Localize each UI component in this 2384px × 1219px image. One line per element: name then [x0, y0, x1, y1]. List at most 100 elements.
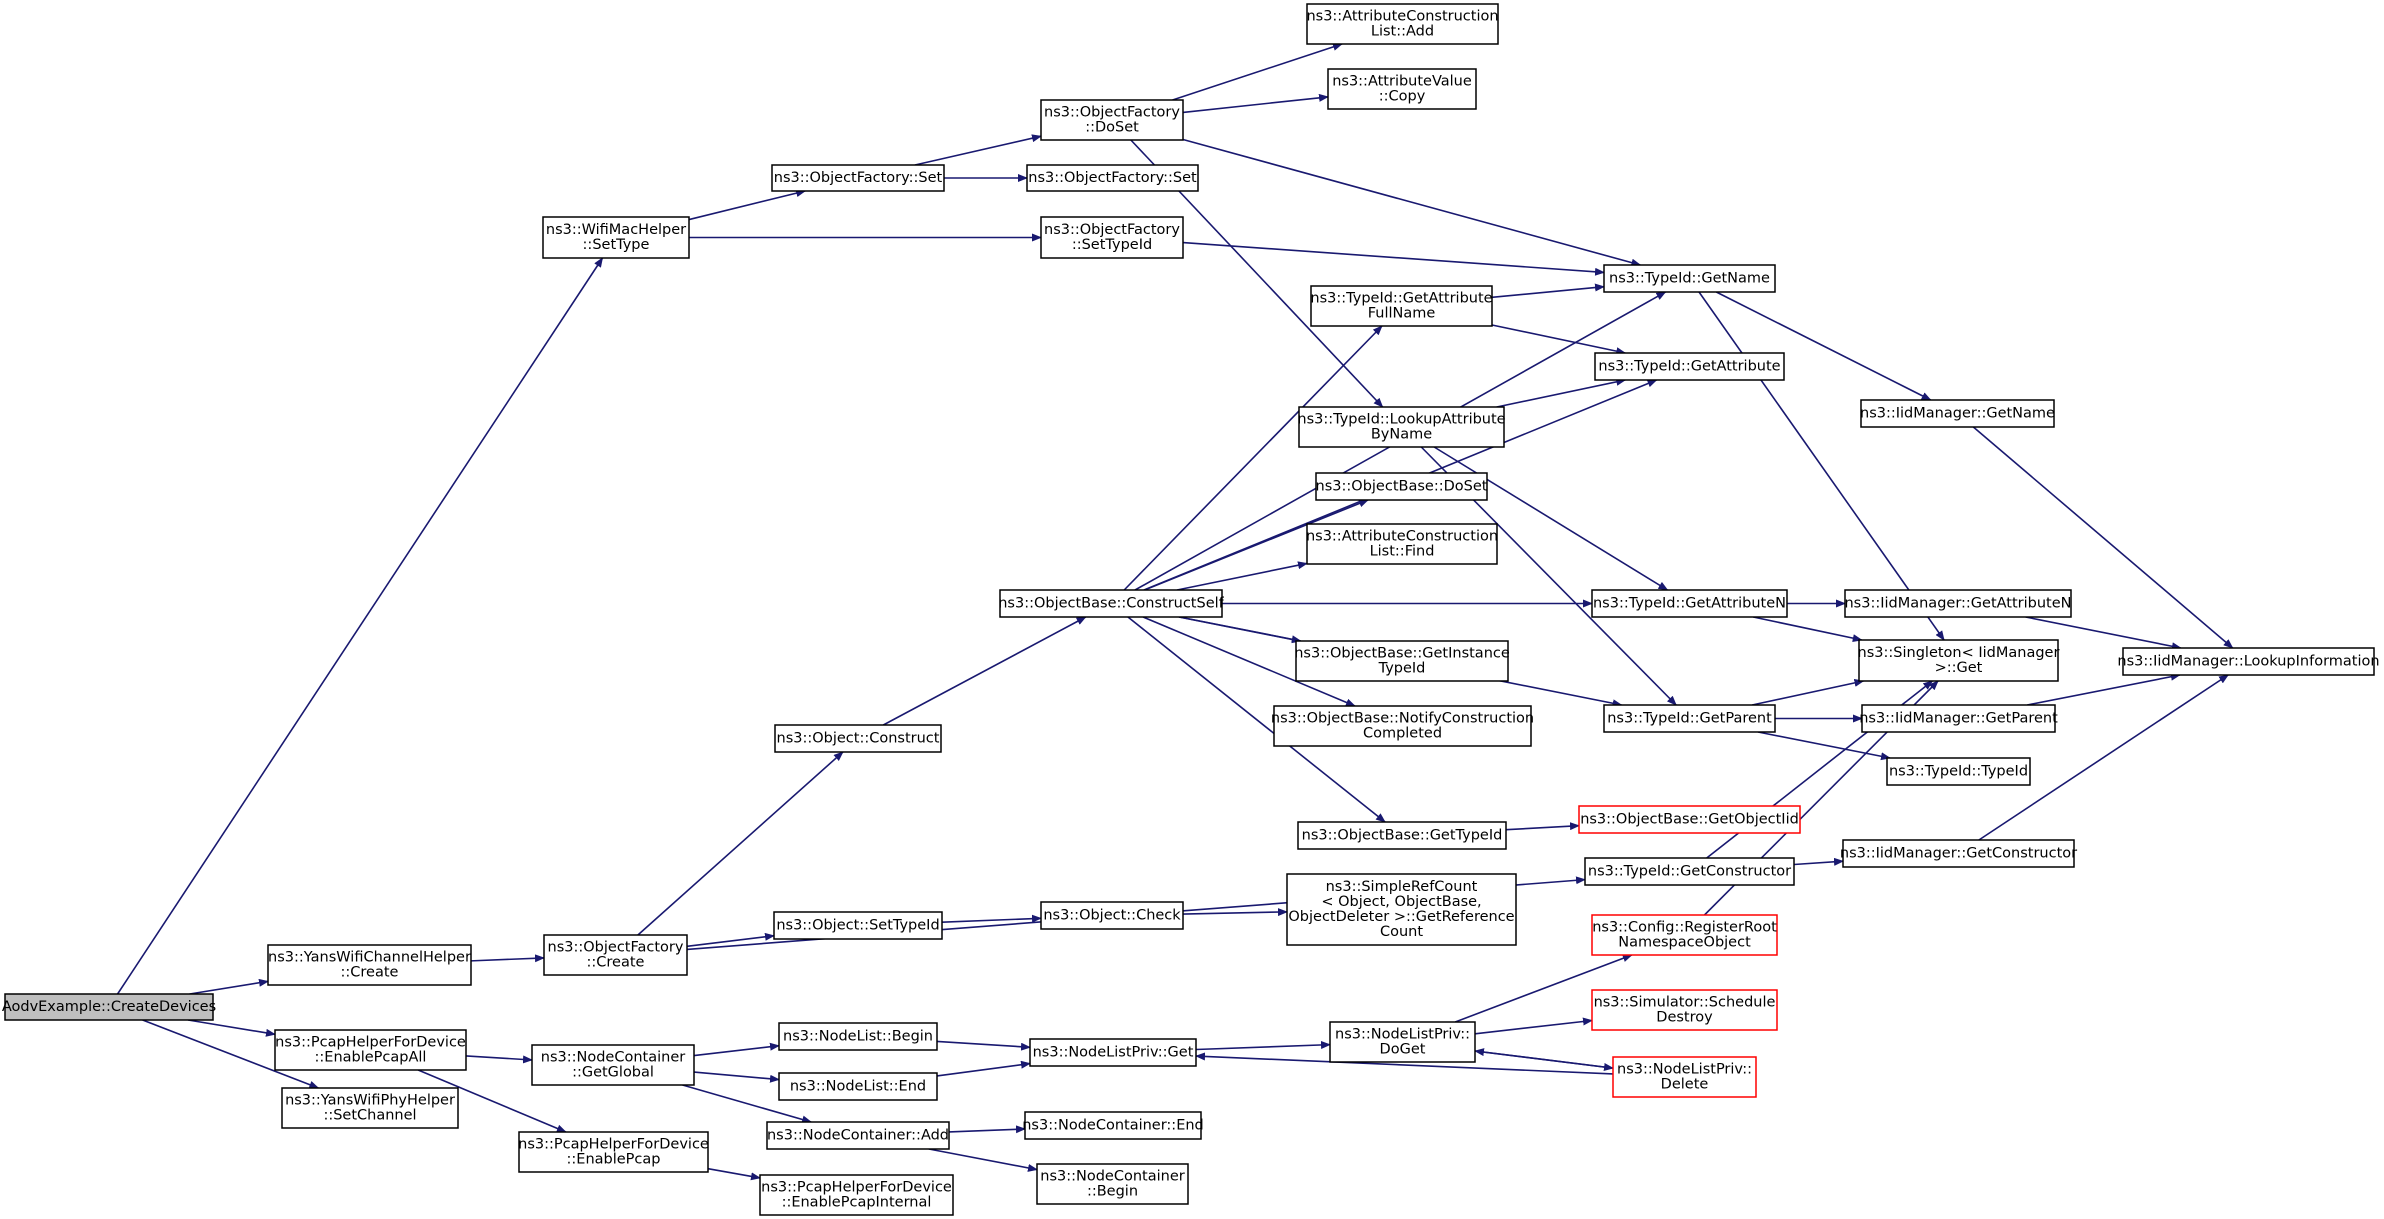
graph-node-n38[interactable]: ns3::PcapHelperForDevice::EnablePcap [518, 1131, 709, 1173]
call-edge-n39-n42 [936, 1040, 1031, 1051]
graph-node-n0[interactable]: AodvExample::CreateDevices [2, 993, 216, 1021]
graph-node-n37[interactable]: ns3::NodeContainer::GetGlobal [531, 1044, 695, 1086]
node-label: ::Create [341, 965, 399, 981]
call-edge-n35-n36 [1793, 857, 1844, 866]
graph-node-n30[interactable]: ns3::ObjectBase::GetTypeId [1297, 821, 1507, 850]
graph-node-n41[interactable]: ns3::NodeContainer::Add [766, 1121, 950, 1150]
graph-node-n39[interactable]: ns3::NodeList::Begin [778, 1022, 938, 1051]
node-label: ns3::Object::SetTypeId [776, 918, 939, 934]
node-box [1603, 704, 1776, 733]
node-label: ::DoSet [1085, 120, 1139, 136]
call-edge-n3-n38 [417, 1069, 567, 1133]
graph-node-n40[interactable]: ns3::NodeList::End [778, 1072, 938, 1101]
graph-node-n2[interactable]: ns3::YansWifiChannelHelper::Create [267, 944, 472, 986]
graph-node-n24[interactable]: ns3::ObjectBase::ConstructSelf [998, 589, 1225, 618]
node-label: ::SetTypeId [1072, 237, 1152, 253]
call-edge-n0-n2 [189, 978, 269, 995]
node-box [1578, 805, 1801, 834]
graph-node-n21[interactable]: ns3::TypeId::TypeId [1886, 757, 2031, 786]
call-edge-n32-n33 [941, 914, 1042, 923]
graph-node-n1[interactable]: ns3::WifiMacHelper::SetType [542, 216, 690, 259]
graph-node-n32[interactable]: ns3::Object::SetTypeId [773, 911, 943, 940]
node-box [778, 1022, 938, 1051]
node-label: ns3::ObjectFactory::Set [1028, 170, 1197, 186]
node-box [778, 1072, 938, 1101]
graph-node-n5[interactable]: ns3::ObjectFactory::Set [771, 164, 945, 192]
node-label: ns3::ObjectBase::GetInstance [1294, 646, 1510, 662]
graph-node-n22[interactable]: ns3::ObjectFactory::Create [543, 934, 688, 976]
node-label: >::Get [1935, 660, 1983, 676]
node-label: ns3::NodeListPriv:: [1335, 1027, 1470, 1043]
graph-node-n43[interactable]: ns3::NodeListPriv::DoGet [1329, 1021, 1476, 1063]
node-label: AodvExample::CreateDevices [2, 999, 216, 1015]
graph-node-n26[interactable]: ns3::ObjectBase::DoSet [1315, 472, 1488, 501]
graph-node-n47[interactable]: ns3::NodeContainer::End [1022, 1111, 1204, 1140]
graph-node-n11[interactable]: ns3::TypeId::GetName [1603, 264, 1776, 293]
call-edge-n43-n44 [1454, 954, 1633, 1023]
node-label: ns3::AttributeValue [1332, 74, 1472, 90]
node-box [1024, 1111, 1202, 1140]
graph-node-n17[interactable]: ns3::Singleton< IidManager >::Get [1858, 639, 2060, 682]
node-box [267, 944, 472, 986]
node-label: ns3::ObjectFactory [1044, 222, 1180, 238]
graph-node-n31[interactable]: ns3::ObjectBase::GetObjectIid [1578, 805, 1801, 834]
graph-node-n14[interactable]: ns3::TypeId::GetAttributeN [1591, 589, 1788, 618]
node-label: ns3::TypeId::GetParent [1607, 711, 1772, 727]
graph-node-n8[interactable]: ns3::ObjectFactory::Set [1026, 164, 1199, 192]
graph-node-n15[interactable]: ns3::TypeId::GetParent [1603, 704, 1776, 733]
node-label: ns3::PcapHelperForDevice [761, 1180, 952, 1196]
call-edge-n24-n29 [1142, 616, 1356, 707]
node-box [1591, 989, 1778, 1031]
node-box [774, 724, 942, 753]
graph-node-n10[interactable]: ns3::AttributeValue::Copy [1327, 68, 1477, 110]
node-label: ns3::TypeId::GetName [1609, 271, 1770, 287]
graph-node-n16[interactable]: ns3::IidManager::GetName [1860, 399, 2055, 428]
call-edge-n20-n18 [2027, 672, 2181, 706]
graph-node-n3[interactable]: ns3::PcapHelperForDevice::EnablePcapAll [274, 1029, 467, 1071]
graph-node-n48[interactable]: ns3::NodeContainer::Begin [1036, 1163, 1189, 1205]
node-box [1040, 216, 1184, 259]
node-box [1861, 704, 2056, 733]
graph-node-n49[interactable]: ns3::PcapHelperForDevice::EnablePcapInte… [759, 1174, 954, 1216]
graph-node-n13[interactable]: ns3::TypeId::GetAttribute [1594, 352, 1785, 381]
call-edge-n1-n5 [688, 189, 807, 221]
node-label: Destroy [1656, 1010, 1713, 1026]
graph-node-n23[interactable]: ns3::Object::Construct [774, 724, 942, 753]
node-label: ns3::Config::RegisterRoot [1592, 920, 1777, 936]
graph-node-n19[interactable]: ns3::IidManager::GetAttributeN [1844, 589, 2072, 618]
call-edge-n15-n21 [1757, 731, 1891, 761]
graph-node-n42[interactable]: ns3::NodeListPriv::Get [1029, 1038, 1197, 1067]
call-edge-n30-n31 [1505, 822, 1580, 831]
node-label: ns3::NodeList::End [790, 1079, 926, 1095]
graph-node-n33[interactable]: ns3::Object::Check [1040, 901, 1184, 930]
node-box [274, 1029, 467, 1071]
graph-node-n35[interactable]: ns3::TypeId::GetConstructor [1584, 857, 1795, 886]
call-edge-n43-n45 [1474, 1017, 1593, 1035]
node-label: TypeId [1378, 661, 1426, 677]
graph-node-n34[interactable]: ns3::SimpleRefCount< Object, ObjectBase,… [1286, 873, 1517, 946]
graph-node-n46[interactable]: ns3::NodeListPriv::Delete [1612, 1056, 1757, 1098]
graph-node-n18[interactable]: ns3::IidManager::LookupInformation [2117, 647, 2380, 676]
node-box [1306, 3, 1499, 45]
call-edge-n12-n13 [1496, 377, 1627, 408]
node-label: Count [1380, 924, 1423, 940]
node-label: ::Create [587, 955, 645, 971]
graph-node-n4[interactable]: ns3::YansWifiPhyHelper::SetChannel [281, 1087, 459, 1129]
call-edge-n11-n17 [1698, 291, 1945, 641]
graph-node-n20[interactable]: ns3::IidManager::GetParent [1859, 704, 2058, 733]
graph-node-n6[interactable]: ns3::ObjectFactory::SetTypeId [1040, 216, 1184, 259]
node-label: ns3::IidManager::LookupInformation [2117, 654, 2379, 670]
graph-node-n36[interactable]: ns3::IidManager::GetConstructor [1840, 839, 2077, 868]
graph-node-n7[interactable]: ns3::ObjectFactory::DoSet [1040, 99, 1184, 141]
node-label: ns3::NodeContainer::Add [767, 1128, 949, 1144]
graph-node-n29[interactable]: ns3::ObjectBase::NotifyConstructionCompl… [1271, 705, 1534, 747]
node-label: ::SetChannel [323, 1108, 416, 1124]
node-box [1310, 285, 1493, 327]
